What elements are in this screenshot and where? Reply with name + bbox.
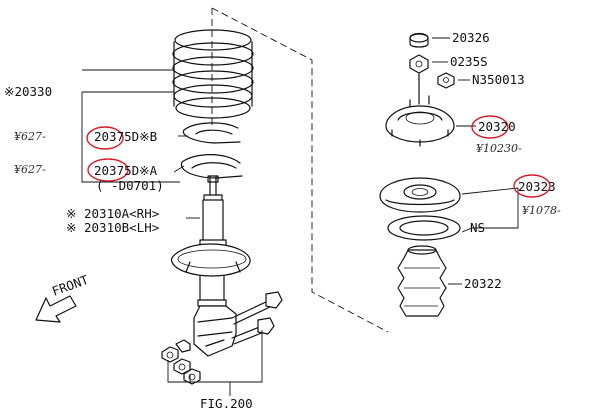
label-ns: NS — [470, 220, 485, 235]
label-seat-b: 20375D※B — [94, 129, 157, 144]
arrow-outline-icon — [35, 295, 77, 323]
nuts — [161, 339, 201, 385]
dust-boot — [397, 245, 447, 317]
label-lock-nut: N350013 — [472, 72, 525, 87]
red-circle-seat-b — [86, 126, 124, 150]
front-arrow — [35, 295, 77, 323]
label-cap: 20326 — [452, 30, 490, 45]
ns-ring — [387, 215, 461, 241]
bearing-seat — [379, 177, 461, 213]
spring-seat-b — [182, 122, 241, 144]
label-spring: ※20330 — [4, 84, 52, 99]
lock-nut — [437, 72, 455, 89]
label-boot: 20322 — [464, 276, 502, 291]
dashed-frame — [211, 7, 389, 333]
strut-assembly — [170, 175, 251, 357]
strut-mount — [385, 73, 455, 147]
label-mount: 20320 — [478, 119, 516, 134]
label-seat-a: 20375D※A — [94, 163, 158, 178]
red-marks — [86, 115, 551, 198]
leader-lines — [81, 37, 519, 396]
spring-seat-a — [180, 154, 243, 179]
label-strut-rh: ※ 20310A<RH> — [66, 206, 159, 221]
top-nut — [409, 54, 429, 74]
red-circle-seat-a — [87, 158, 129, 182]
handwritten-mount-price: ¥10230- — [476, 142, 522, 155]
handwritten-bearing-price: ¥1078- — [522, 204, 561, 217]
label-seat-a-note: ( -D0701) — [96, 178, 164, 193]
label-bearing: 20323 — [518, 179, 556, 194]
handwritten-seat-b-price: ¥627- — [14, 130, 46, 143]
coil-spring — [172, 29, 254, 119]
top-cap — [409, 32, 429, 48]
red-circle-bearing — [513, 174, 551, 198]
mounting-bolts — [231, 291, 283, 345]
label-front: FRONT — [50, 272, 91, 299]
label-nut: 0235S — [450, 54, 488, 69]
handwritten-seat-a-price: ¥627- — [14, 163, 46, 176]
red-circle-mount — [471, 115, 509, 139]
label-strut-lh: ※ 20310B<LH> — [66, 220, 159, 235]
figure-reference: FIG.200 — [200, 396, 253, 411]
